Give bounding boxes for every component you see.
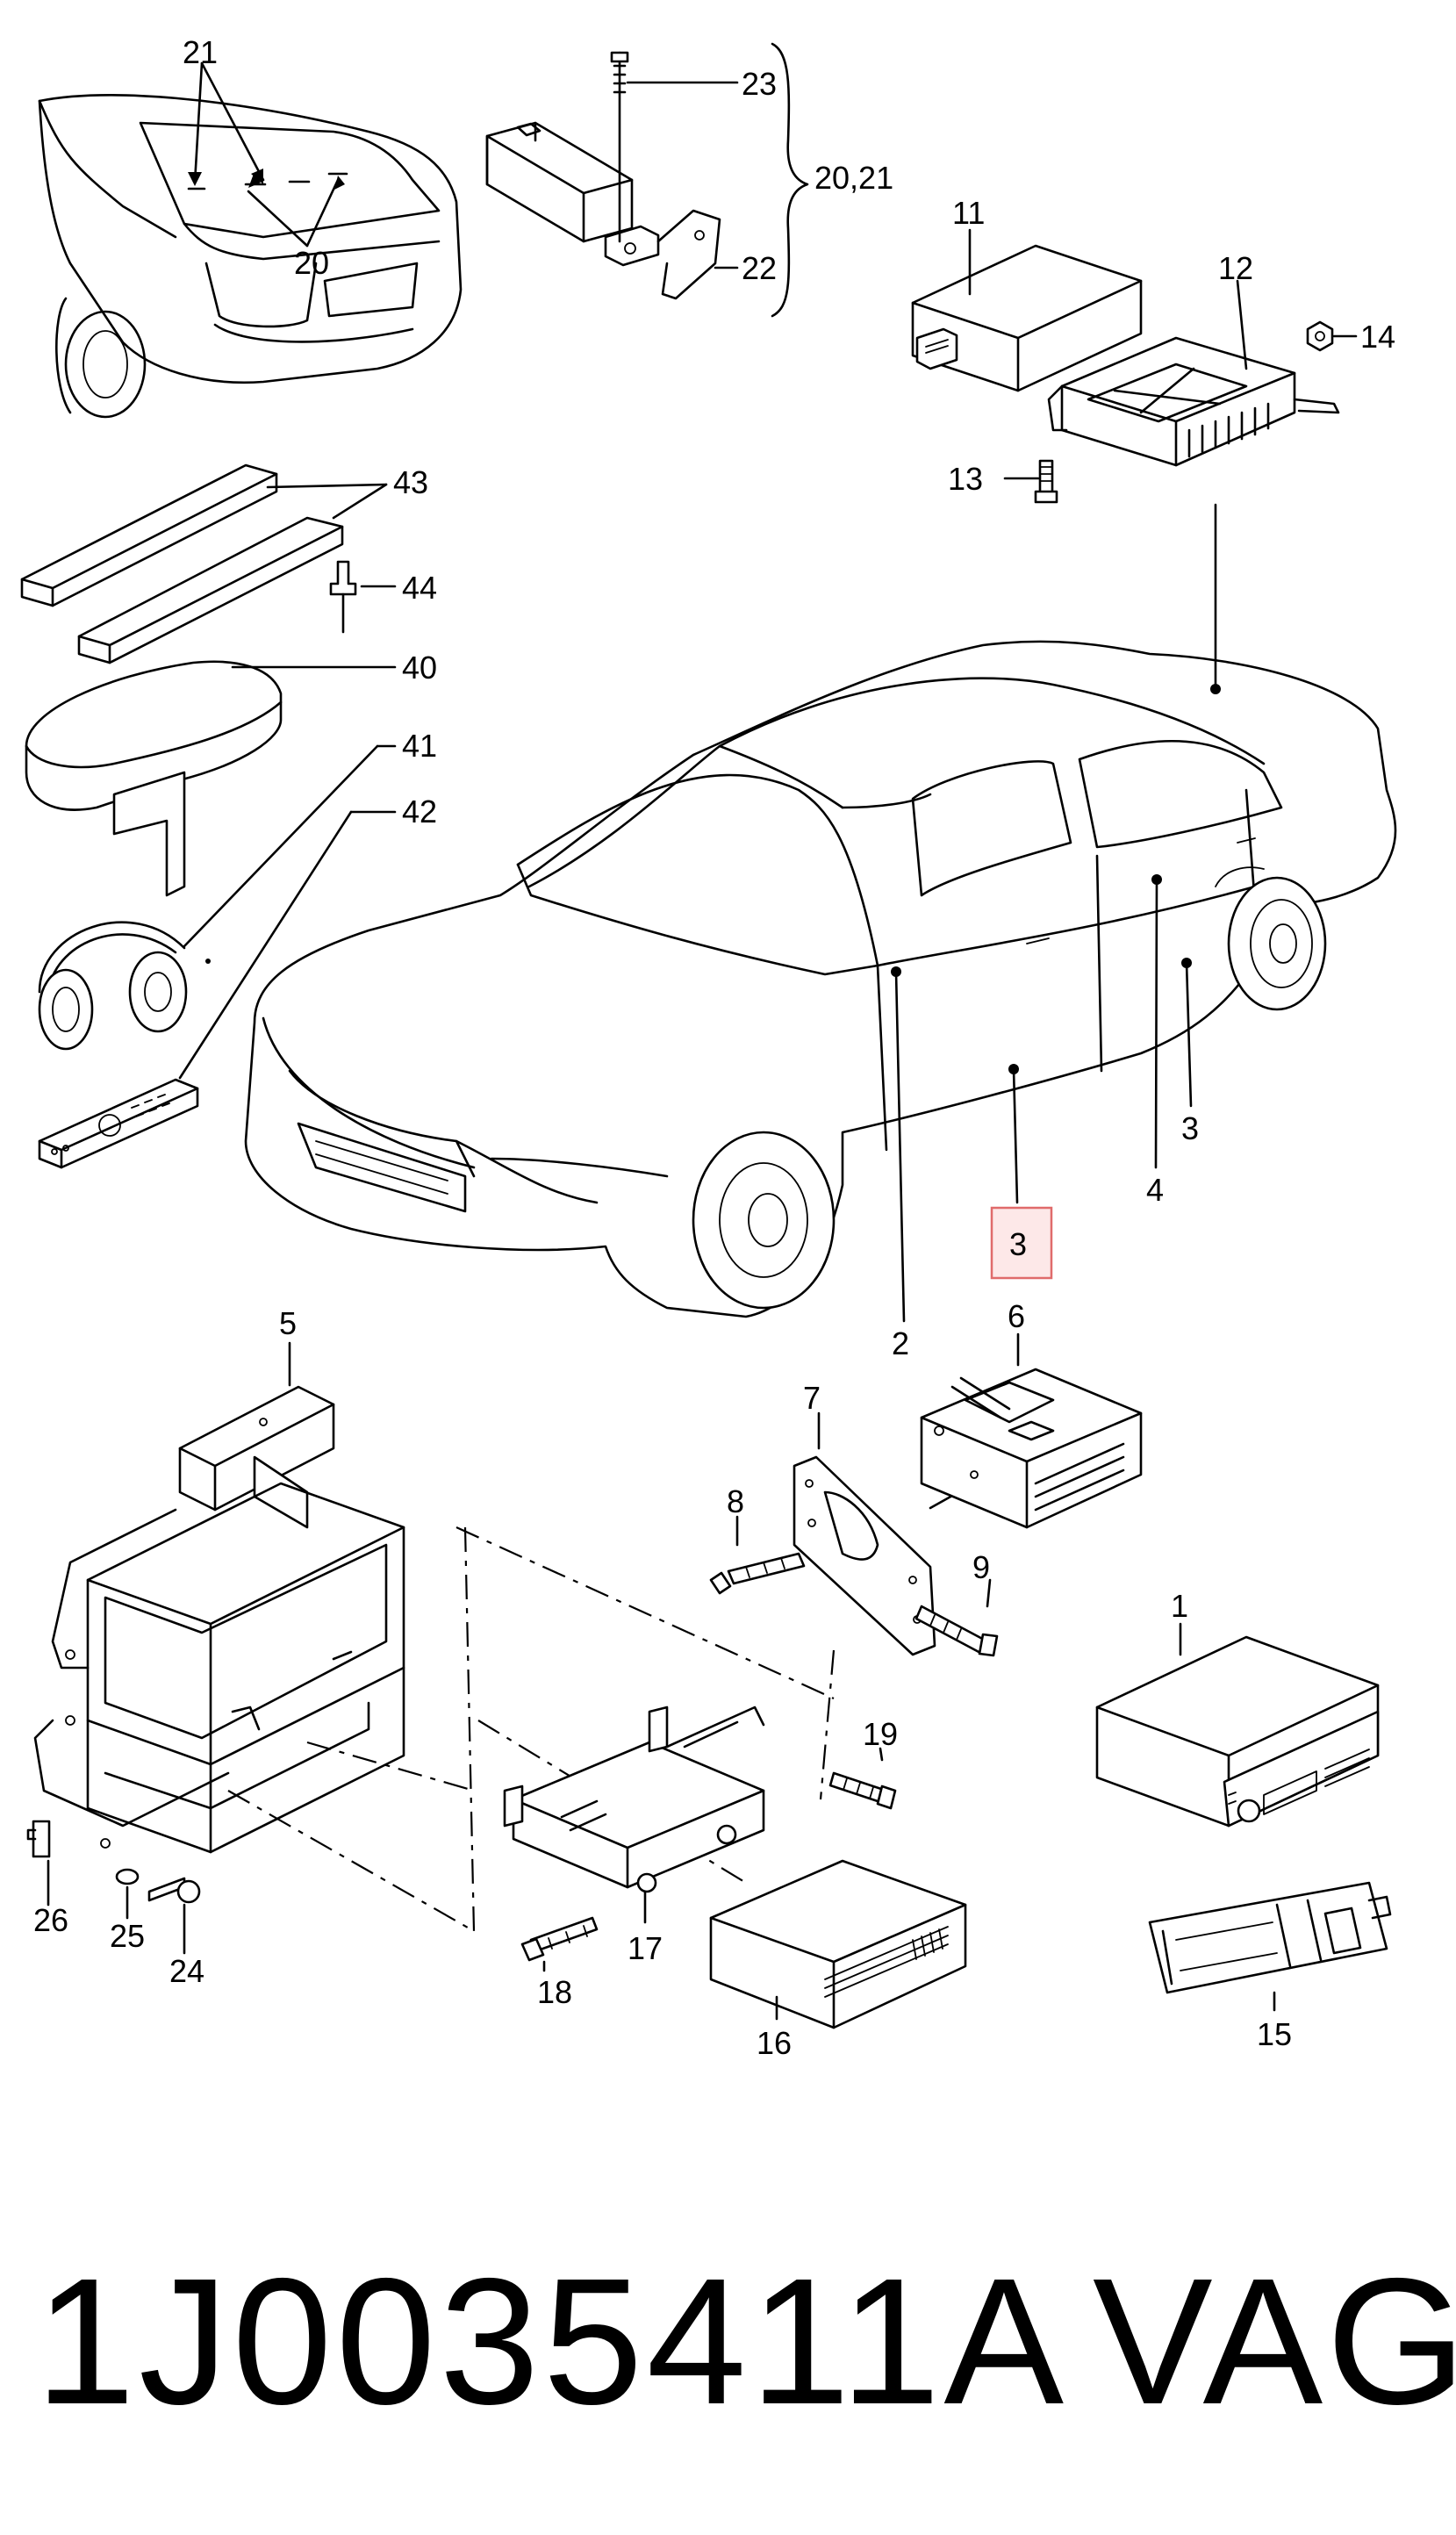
callout-25: 25 [110,1918,145,1954]
bracket-icon [503,1706,897,1972]
highlight-box [990,1206,1053,1280]
callout-18: 18 [537,1974,572,2010]
callout-7: 7 [803,1380,821,1416]
callout-21: 21 [183,34,218,70]
mounting-plate-icon [709,1411,999,1657]
antenna-amplifier-icon [485,42,809,318]
mounting-frame-15-icon [1148,1881,1392,2012]
cover-strip-icon [20,463,388,664]
callout-14: 14 [1360,319,1395,355]
callout-23: 23 [742,66,777,102]
callout-11: 11 [952,195,985,231]
cd-changer-icon [920,1332,1143,1529]
callout-3-side: 3 [1181,1110,1199,1146]
callout-15: 15 [1257,2016,1292,2052]
callout-42: 42 [402,794,437,829]
amplifier-icon [709,1859,967,2029]
rivet-icon [329,560,397,634]
callout-26: 26 [33,1902,68,1938]
callout-16: 16 [757,2025,792,2061]
callout-19: 19 [863,1716,898,1752]
car-rear-icon [38,61,463,419]
callout-8: 8 [727,1483,744,1519]
callout-41: 41 [402,728,437,764]
callout-40: 40 [402,650,437,686]
car-side-icon [244,640,1397,1323]
callout-9: 9 [972,1549,990,1585]
callout-3-highlighted: 3 [1009,1226,1027,1262]
part-number: 1J0035411A [35,2241,1068,2442]
callout-20-21: 20,21 [814,160,893,196]
callout-12: 12 [1218,250,1253,286]
callout-13: 13 [948,461,983,497]
callout-17: 17 [628,1930,663,1966]
callout-24: 24 [169,1953,204,1989]
assembly-dash-lines [227,1526,836,1932]
headphones-icon [38,744,397,1051]
control-unit-icon [911,228,1358,691]
callout-5: 5 [279,1305,297,1341]
callout-44: 44 [402,570,437,606]
callout-6: 6 [1008,1298,1025,1334]
callout-43: 43 [393,464,428,500]
mounting-frame-icon [26,1341,405,1955]
brand-label: VAG [1093,2241,1456,2442]
radio-unit-icon [1095,1622,1380,1828]
callout-20: 20 [294,245,329,281]
callout-2: 2 [892,1325,909,1361]
callout-22: 22 [742,250,777,286]
callout-1: 1 [1171,1588,1188,1624]
callout-4: 4 [1146,1172,1164,1208]
armrest-icon [25,660,397,897]
remote-control-icon [38,810,397,1169]
